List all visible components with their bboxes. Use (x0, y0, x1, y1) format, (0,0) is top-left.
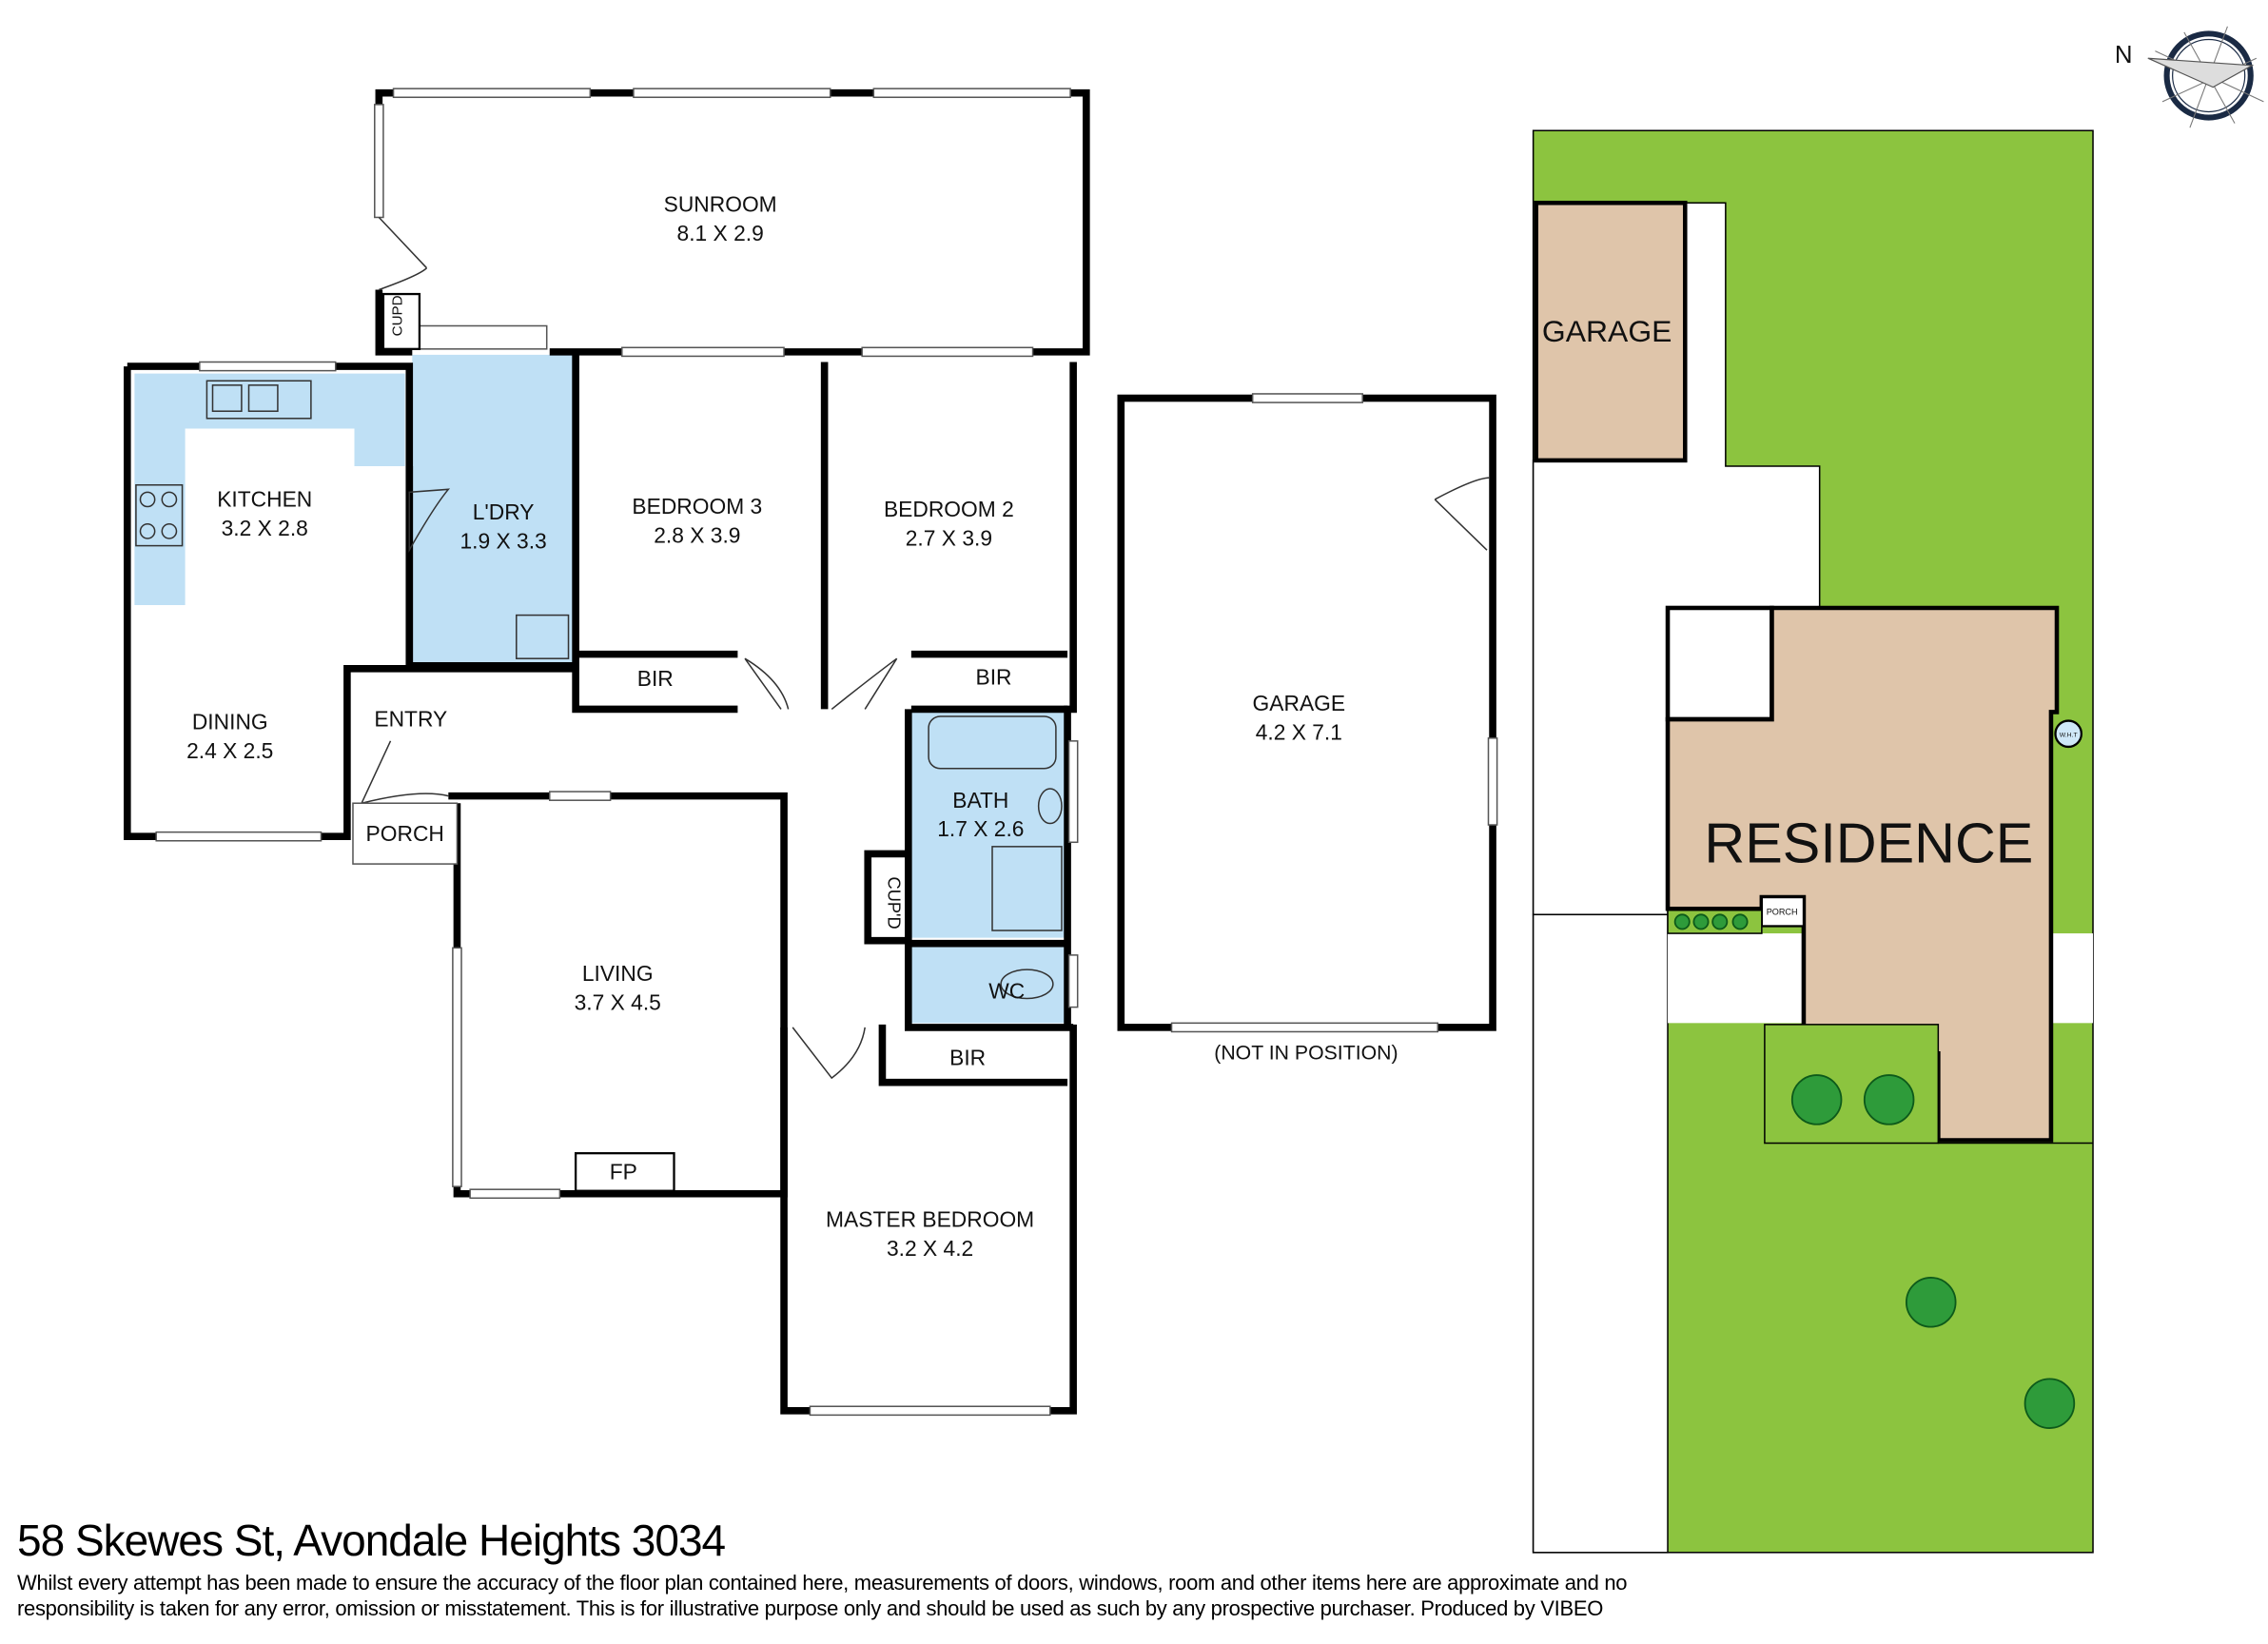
compass-north-label: N (2115, 42, 2133, 68)
sunroom-label: SUNROOM (664, 191, 777, 216)
water-tank-icon (2054, 719, 2083, 749)
porch-label: PORCH (366, 821, 444, 846)
doors (352, 216, 1491, 1080)
cooktop-icon (135, 483, 184, 547)
bedroom3-label: BEDROOM 3 (632, 494, 762, 519)
tree-icons (1673, 913, 2076, 1429)
sunroom-size: 8.1 X 2.9 (677, 221, 764, 245)
site-garage-label: GARAGE (1542, 314, 1672, 348)
bathtub-icon (928, 715, 1057, 770)
site-porch-label: PORCH (1767, 907, 1798, 916)
bedroom2-size: 2.7 X 3.9 (906, 526, 992, 551)
shower-icon (991, 846, 1063, 931)
bir-label: BIR (949, 1045, 986, 1069)
bir-label: BIR (637, 666, 674, 691)
laundry-tub-icon (516, 614, 570, 659)
basin-icon (1037, 788, 1063, 825)
bath-label: BATH (952, 788, 1008, 812)
laundry-label: L'DRY (473, 499, 535, 524)
master-bedroom-label: MASTER BEDROOM (826, 1207, 1034, 1232)
dining-size: 2.4 X 2.5 (186, 738, 273, 763)
fireplace-label: FP (610, 1160, 637, 1184)
compass-icon (2147, 26, 2264, 128)
disclaimer: Whilst every attempt has been made to en… (17, 1571, 1628, 1620)
wc-label: WC (988, 978, 1025, 1003)
fireplace (574, 1152, 675, 1192)
bir-label: BIR (976, 665, 1012, 690)
master-bedroom-size: 3.2 X 4.2 (887, 1236, 973, 1261)
site-plan (1532, 129, 2094, 1554)
bedroom3-size: 2.8 X 3.9 (654, 523, 740, 548)
bedroom2-label: BEDROOM 2 (884, 497, 1014, 521)
dining-label: DINING (192, 710, 268, 734)
property-address: 58 Skewes St, Avondale Heights 3034 (17, 1516, 726, 1565)
entry-label: ENTRY (374, 707, 447, 732)
laundry-size: 1.9 X 3.3 (459, 529, 546, 554)
garage-label: GARAGE (1253, 691, 1346, 715)
living-label: LIVING (582, 961, 654, 986)
residence-label: RESIDENCE (1704, 812, 2033, 875)
kitchen-label: KITCHEN (217, 487, 312, 512)
cupd-label: CUPD (390, 295, 406, 336)
toilet-icon (1000, 969, 1054, 1000)
bath-size: 1.7 X 2.6 (937, 816, 1024, 841)
garage-size: 4.2 X 7.1 (1256, 719, 1342, 744)
wht-label: W.H.T (2060, 732, 2079, 738)
windows (155, 88, 1498, 1417)
walls (123, 88, 1496, 1415)
kitchen-size: 3.2 X 2.8 (222, 516, 308, 540)
wet-areas (134, 354, 1066, 1024)
garage-note: (NOT IN POSITION) (1214, 1041, 1398, 1064)
cupboard (381, 292, 421, 350)
sink-icon (205, 380, 312, 420)
living-size: 3.7 X 4.5 (575, 990, 661, 1015)
cupd-label: CUP'D (885, 877, 905, 930)
